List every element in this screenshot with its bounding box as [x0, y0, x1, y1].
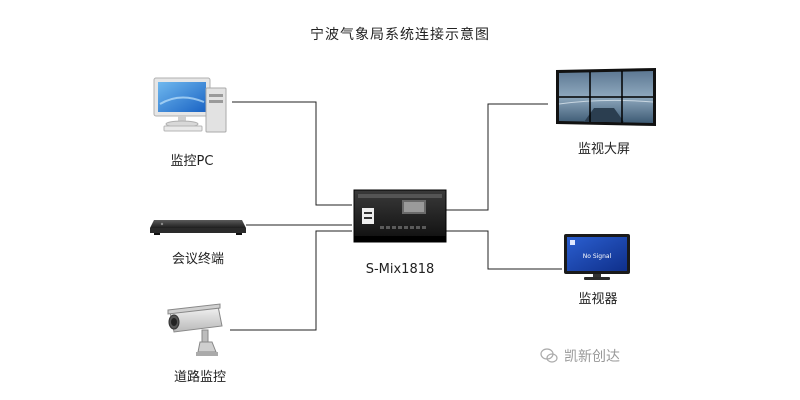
line-switcher-to-videowall — [446, 103, 548, 211]
video-wall-label: 监视大屏 — [577, 142, 630, 157]
switcher-label: S-Mix1818 — [365, 262, 435, 277]
switcher-device — [352, 188, 448, 244]
desktop-pc-icon — [153, 77, 227, 133]
monitor-device: No Signal — [562, 232, 632, 282]
conference-device — [148, 214, 248, 236]
diagram-title: 宁波气象局系统连接示意图 — [310, 27, 490, 43]
video-wall-device — [554, 66, 658, 128]
conference-terminal-icon — [150, 220, 246, 235]
monitor-label: 监视器 — [578, 292, 618, 307]
line-road-to-switcher — [230, 230, 352, 331]
watermark-text: 凯新创达 — [564, 349, 620, 365]
conference-label: 会议终端 — [171, 252, 224, 267]
pc-label: 监控PC — [170, 154, 214, 169]
road-monitor-label: 道路监控 — [173, 370, 226, 385]
chat-bubble-icon — [540, 348, 558, 363]
line-switcher-to-monitor — [446, 230, 562, 270]
pc-device — [150, 74, 236, 134]
video-wall-icon — [556, 68, 656, 126]
road-camera-device — [162, 300, 234, 360]
matrix-switcher-icon — [353, 189, 447, 243]
watermark: 凯新创达 — [540, 346, 620, 366]
monitor-screen-text: No Signal — [583, 253, 612, 260]
line-pc-to-switcher — [232, 101, 352, 206]
surveillance-camera-icon — [167, 303, 223, 356]
monitor-icon: No Signal — [564, 234, 630, 280]
